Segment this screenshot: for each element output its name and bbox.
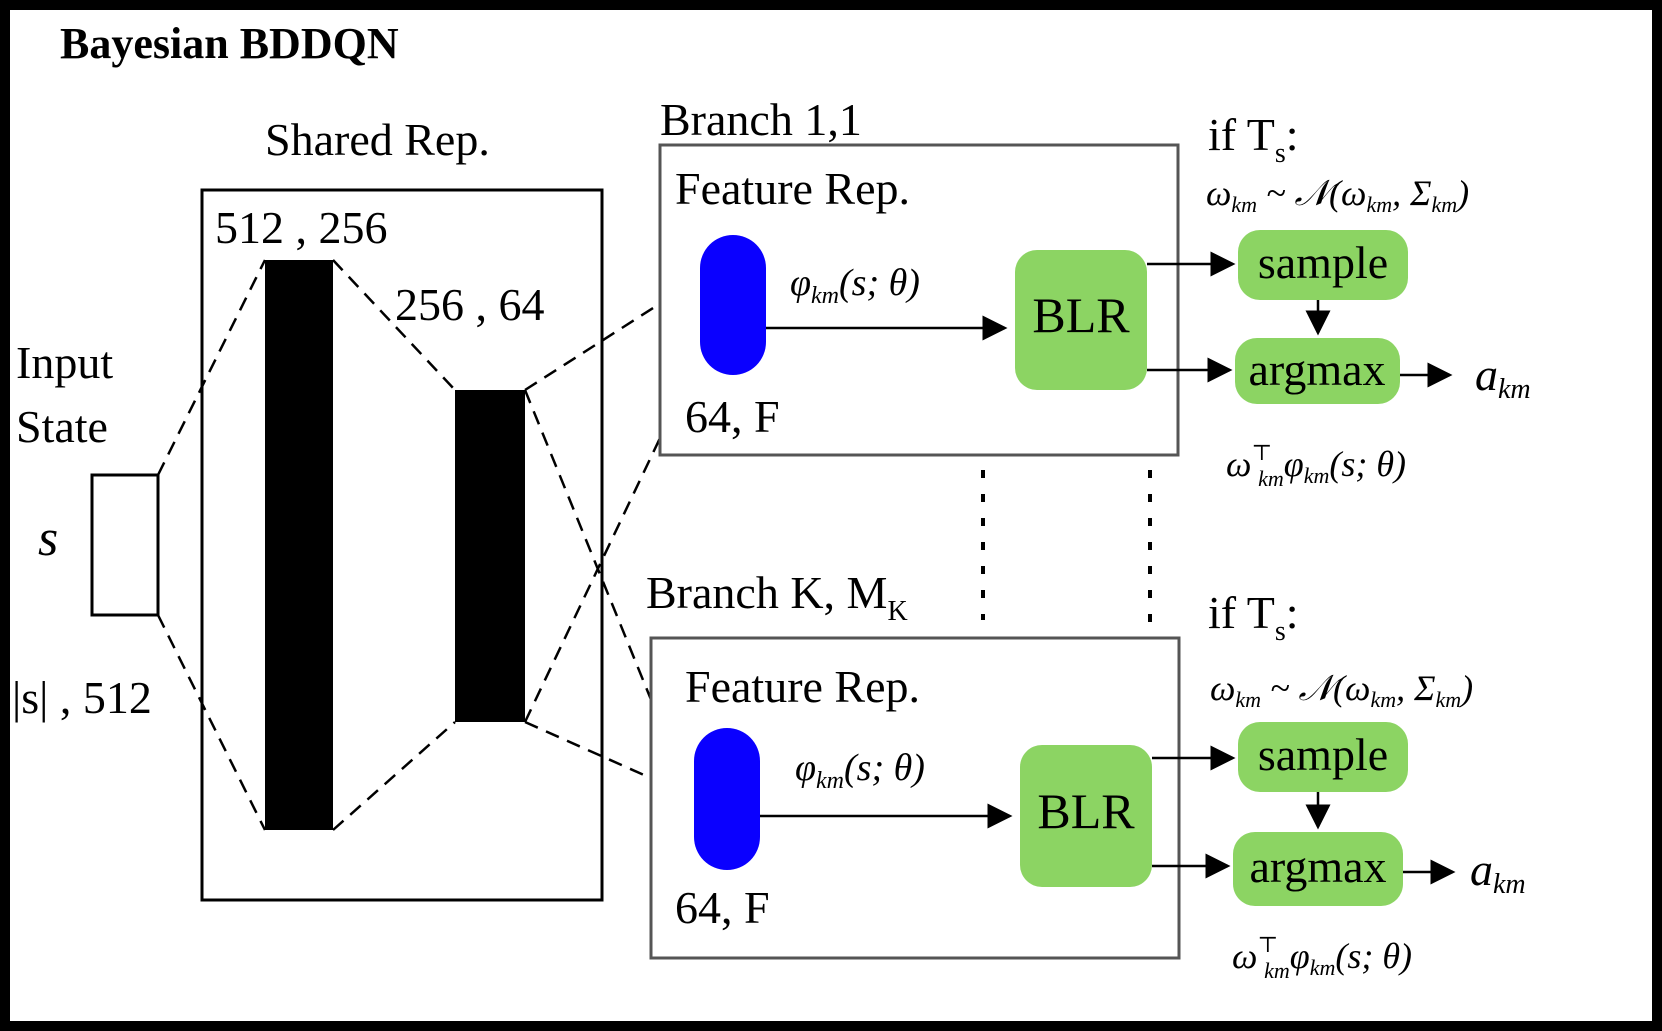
branchk-blr-box [1020,745,1152,887]
branch1-action: akm [1475,349,1531,405]
branchk-action: akm [1470,844,1526,900]
shared-layer1-bar [265,260,333,830]
branchk-sample-box [1238,722,1408,792]
branch1-sample-box [1238,230,1408,300]
branch1-posterior: ωkm ~ 𝒩(ωkm, Σkm) [1206,173,1469,217]
shared-rep-box [200,188,604,902]
branch1-feature-node [700,235,766,375]
input-symbol: s [38,510,58,567]
branch1-argmax-label: argmax [1248,344,1385,395]
layer2-dims: 256 , 64 [395,279,545,330]
branch1-title: Branch 1,1 [660,94,862,145]
input-label-line1: Input [16,337,113,388]
branch1-if-ts: if Ts: [1208,109,1299,169]
branchk-feature-dims: 64, F [675,882,770,933]
branchk-phi: φkm(s; θ) [795,747,925,794]
branch1-argmax-box [1235,338,1400,404]
branchk-feature-label: Feature Rep. [685,661,920,712]
branch1-q-value: ω⊤kmφkm(s; θ) [1226,440,1406,491]
branch1-blr-box [1015,250,1147,390]
branch1-blr-label: BLR [1032,287,1130,343]
branchk-title: Branch K, MK [646,567,908,627]
shared-layer2-bar [455,390,525,722]
input-dims: |s| , 512 [12,672,152,723]
branch1-feature-dims: 64, F [685,391,780,442]
branch1-sample-label: sample [1258,237,1388,288]
branchk-posterior: ωkm ~ 𝒩(ωkm, Σkm) [1210,668,1473,712]
branch-ellipsis [981,470,1152,625]
branchk-argmax-box [1233,832,1403,906]
diagram-title: Bayesian BDDQN [60,19,399,68]
branch1-phi: φkm(s; θ) [790,262,920,309]
shared-rep-label: Shared Rep. [265,114,490,165]
branchk-argmax-label: argmax [1249,841,1386,892]
branchk-feature-node [694,728,760,870]
input-label-line2: State [16,401,108,452]
branchk-q-value: ω⊤kmφkm(s; θ) [1232,932,1412,983]
branchk-sample-label: sample [1258,729,1388,780]
input-state-box [90,473,160,617]
layer1-dims: 512 , 256 [215,202,388,253]
branchk-blr-label: BLR [1037,783,1135,839]
branch1-feature-label: Feature Rep. [675,163,910,214]
branchk-if-ts: if Ts: [1208,587,1299,647]
dashed-connections [156,259,702,831]
